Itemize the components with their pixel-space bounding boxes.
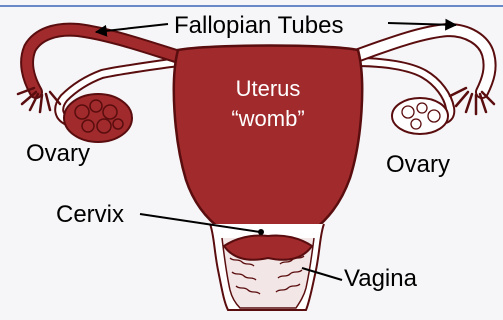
right-ovary (392, 98, 448, 134)
label-ovary-right: Ovary (386, 151, 450, 178)
label-vagina: Vagina (344, 265, 418, 292)
label-ovary-left: Ovary (26, 140, 90, 167)
fallopian-arrow-left (96, 24, 168, 32)
label-cervix: Cervix (56, 201, 124, 228)
label-womb: “womb” (231, 106, 304, 131)
cervix (224, 235, 312, 259)
label-uterus: Uterus (236, 76, 301, 101)
left-ovary (64, 94, 132, 142)
label-fallopian-tubes: Fallopian Tubes (174, 12, 343, 39)
